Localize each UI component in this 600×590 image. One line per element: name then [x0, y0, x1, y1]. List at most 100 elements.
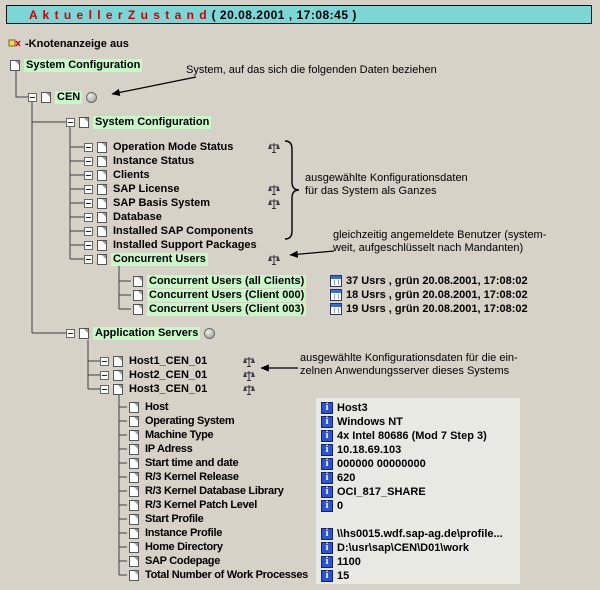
- scales-icon[interactable]: [268, 253, 280, 265]
- info-icon: [321, 556, 333, 568]
- tree-node-instance-status[interactable]: Instance Status: [84, 154, 196, 168]
- page-title: A k t u e l l e r Z u s t a n d: [29, 7, 208, 22]
- legend-row: -Knotenanzeige aus: [8, 36, 129, 51]
- expand-box-icon[interactable]: [84, 198, 93, 208]
- user-count-row: 18 Usrs , grün 20.08.2001, 17:08:02: [330, 288, 528, 302]
- info-icon: [321, 458, 333, 470]
- tree-node-host3-cen-01[interactable]: Host3_CEN_01: [100, 382, 209, 396]
- scales-icon[interactable]: [243, 369, 255, 381]
- scales-icon[interactable]: [268, 141, 280, 153]
- document-icon: [129, 513, 139, 525]
- document-icon: [97, 169, 107, 181]
- property-row-total-work-processes[interactable]: Total Number of Work Processes: [129, 568, 310, 582]
- tree-node-application-servers[interactable]: Application Servers: [66, 326, 216, 340]
- property-row-start-time-and-date[interactable]: Start time and date: [129, 456, 240, 470]
- property-label: Home Directory: [145, 540, 223, 553]
- tree-node-root-system-configuration[interactable]: System Configuration: [10, 58, 143, 72]
- scales-icon[interactable]: [268, 183, 280, 195]
- tree-node-installed-sap-components[interactable]: Installed SAP Components: [84, 224, 255, 238]
- tree-node-clients[interactable]: Clients: [84, 168, 152, 182]
- property-value-row: D:\usr\sap\CEN\D01\work: [321, 541, 469, 555]
- expand-box-icon[interactable]: [84, 226, 93, 236]
- expand-box-icon[interactable]: [100, 356, 109, 366]
- property-label: Operating System: [145, 414, 235, 427]
- tree-node-concurrent-users[interactable]: Concurrent Users: [84, 252, 208, 266]
- property-row-host[interactable]: Host: [129, 400, 170, 414]
- expand-box-icon[interactable]: [66, 328, 75, 338]
- scales-icon[interactable]: [268, 197, 280, 209]
- document-icon: [129, 541, 139, 553]
- tree-node-sap-basis-system[interactable]: SAP Basis System: [84, 196, 212, 210]
- scales-icon[interactable]: [243, 355, 255, 367]
- expand-box-icon[interactable]: [84, 170, 93, 180]
- node-label: Installed SAP Components: [113, 224, 254, 237]
- tree-node-concurrent-users-client-000[interactable]: Concurrent Users (Client 000): [133, 288, 307, 302]
- document-icon: [97, 183, 107, 195]
- property-row-r3-kernel-patch-level[interactable]: R/3 Kernel Patch Level: [129, 498, 259, 512]
- scales-icon[interactable]: [243, 383, 255, 395]
- property-label: Host: [145, 400, 169, 413]
- node-label: Clients: [113, 168, 150, 181]
- info-icon: [321, 416, 333, 428]
- expand-box-icon[interactable]: [84, 156, 93, 166]
- annotation-line: zelnen Anwendungsserver dieses Systems: [300, 365, 510, 377]
- expand-box-icon[interactable]: [100, 370, 109, 380]
- property-label: R/3 Kernel Release: [145, 470, 239, 483]
- property-value-row: 4x Intel 80686 (Mod 7 Step 3): [321, 429, 487, 443]
- property-value: 620: [337, 472, 356, 484]
- document-icon: [133, 275, 143, 287]
- node-label: Database: [113, 210, 162, 223]
- annotation-concurrent-users: gleichzeitig angemeldete Benutzer (syste…: [333, 229, 546, 255]
- property-row-ip-adress[interactable]: IP Adress: [129, 442, 194, 456]
- node-label: CEN: [55, 90, 83, 104]
- property-row-start-profile[interactable]: Start Profile: [129, 512, 205, 526]
- property-value: 000000 00000000: [337, 458, 426, 470]
- property-value-row: 10.18.69.103: [321, 443, 401, 457]
- user-count-row: 19 Usrs , grün 20.08.2001, 17:08:02: [330, 302, 528, 316]
- property-row-home-directory[interactable]: Home Directory: [129, 540, 225, 554]
- property-row-instance-profile[interactable]: Instance Profile: [129, 526, 224, 540]
- node-label: System Configuration: [24, 58, 143, 72]
- document-icon: [129, 555, 139, 567]
- property-value-row: 1100: [321, 555, 361, 569]
- expand-box-icon[interactable]: [84, 254, 93, 264]
- expand-box-icon[interactable]: [84, 142, 93, 152]
- tree-node-database[interactable]: Database: [84, 210, 164, 224]
- property-row-r3-kernel-release[interactable]: R/3 Kernel Release: [129, 470, 241, 484]
- tree-node-installed-support-packages[interactable]: Installed Support Packages: [84, 238, 259, 252]
- tree-node-concurrent-users-all-clients[interactable]: Concurrent Users (all Clients): [133, 274, 307, 288]
- node-label: Installed Support Packages: [113, 238, 257, 251]
- tree-node-cen[interactable]: CEN: [28, 90, 98, 104]
- expand-box-icon[interactable]: [84, 240, 93, 250]
- tree-node-concurrent-users-client-003[interactable]: Concurrent Users (Client 003): [133, 302, 307, 316]
- node-label: Operation Mode Status: [113, 140, 234, 153]
- expand-box-icon[interactable]: [28, 92, 37, 102]
- node-label: Host3_CEN_01: [129, 382, 208, 395]
- document-icon: [129, 499, 139, 511]
- tree-node-operation-mode-status[interactable]: Operation Mode Status: [84, 140, 235, 154]
- annotation-line: weit, aufgeschlüsselt nach Mandanten): [333, 242, 524, 254]
- info-icon: [321, 570, 333, 582]
- annotation-line: für das System als Ganzes: [305, 185, 437, 197]
- expand-box-icon[interactable]: [84, 212, 93, 222]
- document-icon: [97, 155, 107, 167]
- annotation-line: gleichzeitig angemeldete Benutzer (syste…: [333, 229, 547, 241]
- property-row-machine-type[interactable]: Machine Type: [129, 428, 215, 442]
- expand-box-icon[interactable]: [84, 184, 93, 194]
- tree-node-sap-license[interactable]: SAP License: [84, 182, 181, 196]
- property-row-sap-codepage[interactable]: SAP Codepage: [129, 554, 222, 568]
- property-row-r3-kernel-database-library[interactable]: R/3 Kernel Database Library: [129, 484, 286, 498]
- property-label: IP Adress: [145, 442, 193, 455]
- document-icon: [113, 369, 123, 381]
- property-row-operating-system[interactable]: Operating System: [129, 414, 236, 428]
- property-value-row: 15: [321, 569, 349, 583]
- expand-box-icon[interactable]: [100, 384, 109, 394]
- expand-box-icon[interactable]: [66, 117, 75, 127]
- tree-node-host1-cen-01[interactable]: Host1_CEN_01: [100, 354, 209, 368]
- tree-node-host2-cen-01[interactable]: Host2_CEN_01: [100, 368, 209, 382]
- status-circle-icon: [86, 91, 98, 103]
- property-label: Total Number of Work Processes: [145, 568, 308, 581]
- tree-node-system-configuration[interactable]: System Configuration: [66, 115, 212, 129]
- document-icon: [129, 471, 139, 483]
